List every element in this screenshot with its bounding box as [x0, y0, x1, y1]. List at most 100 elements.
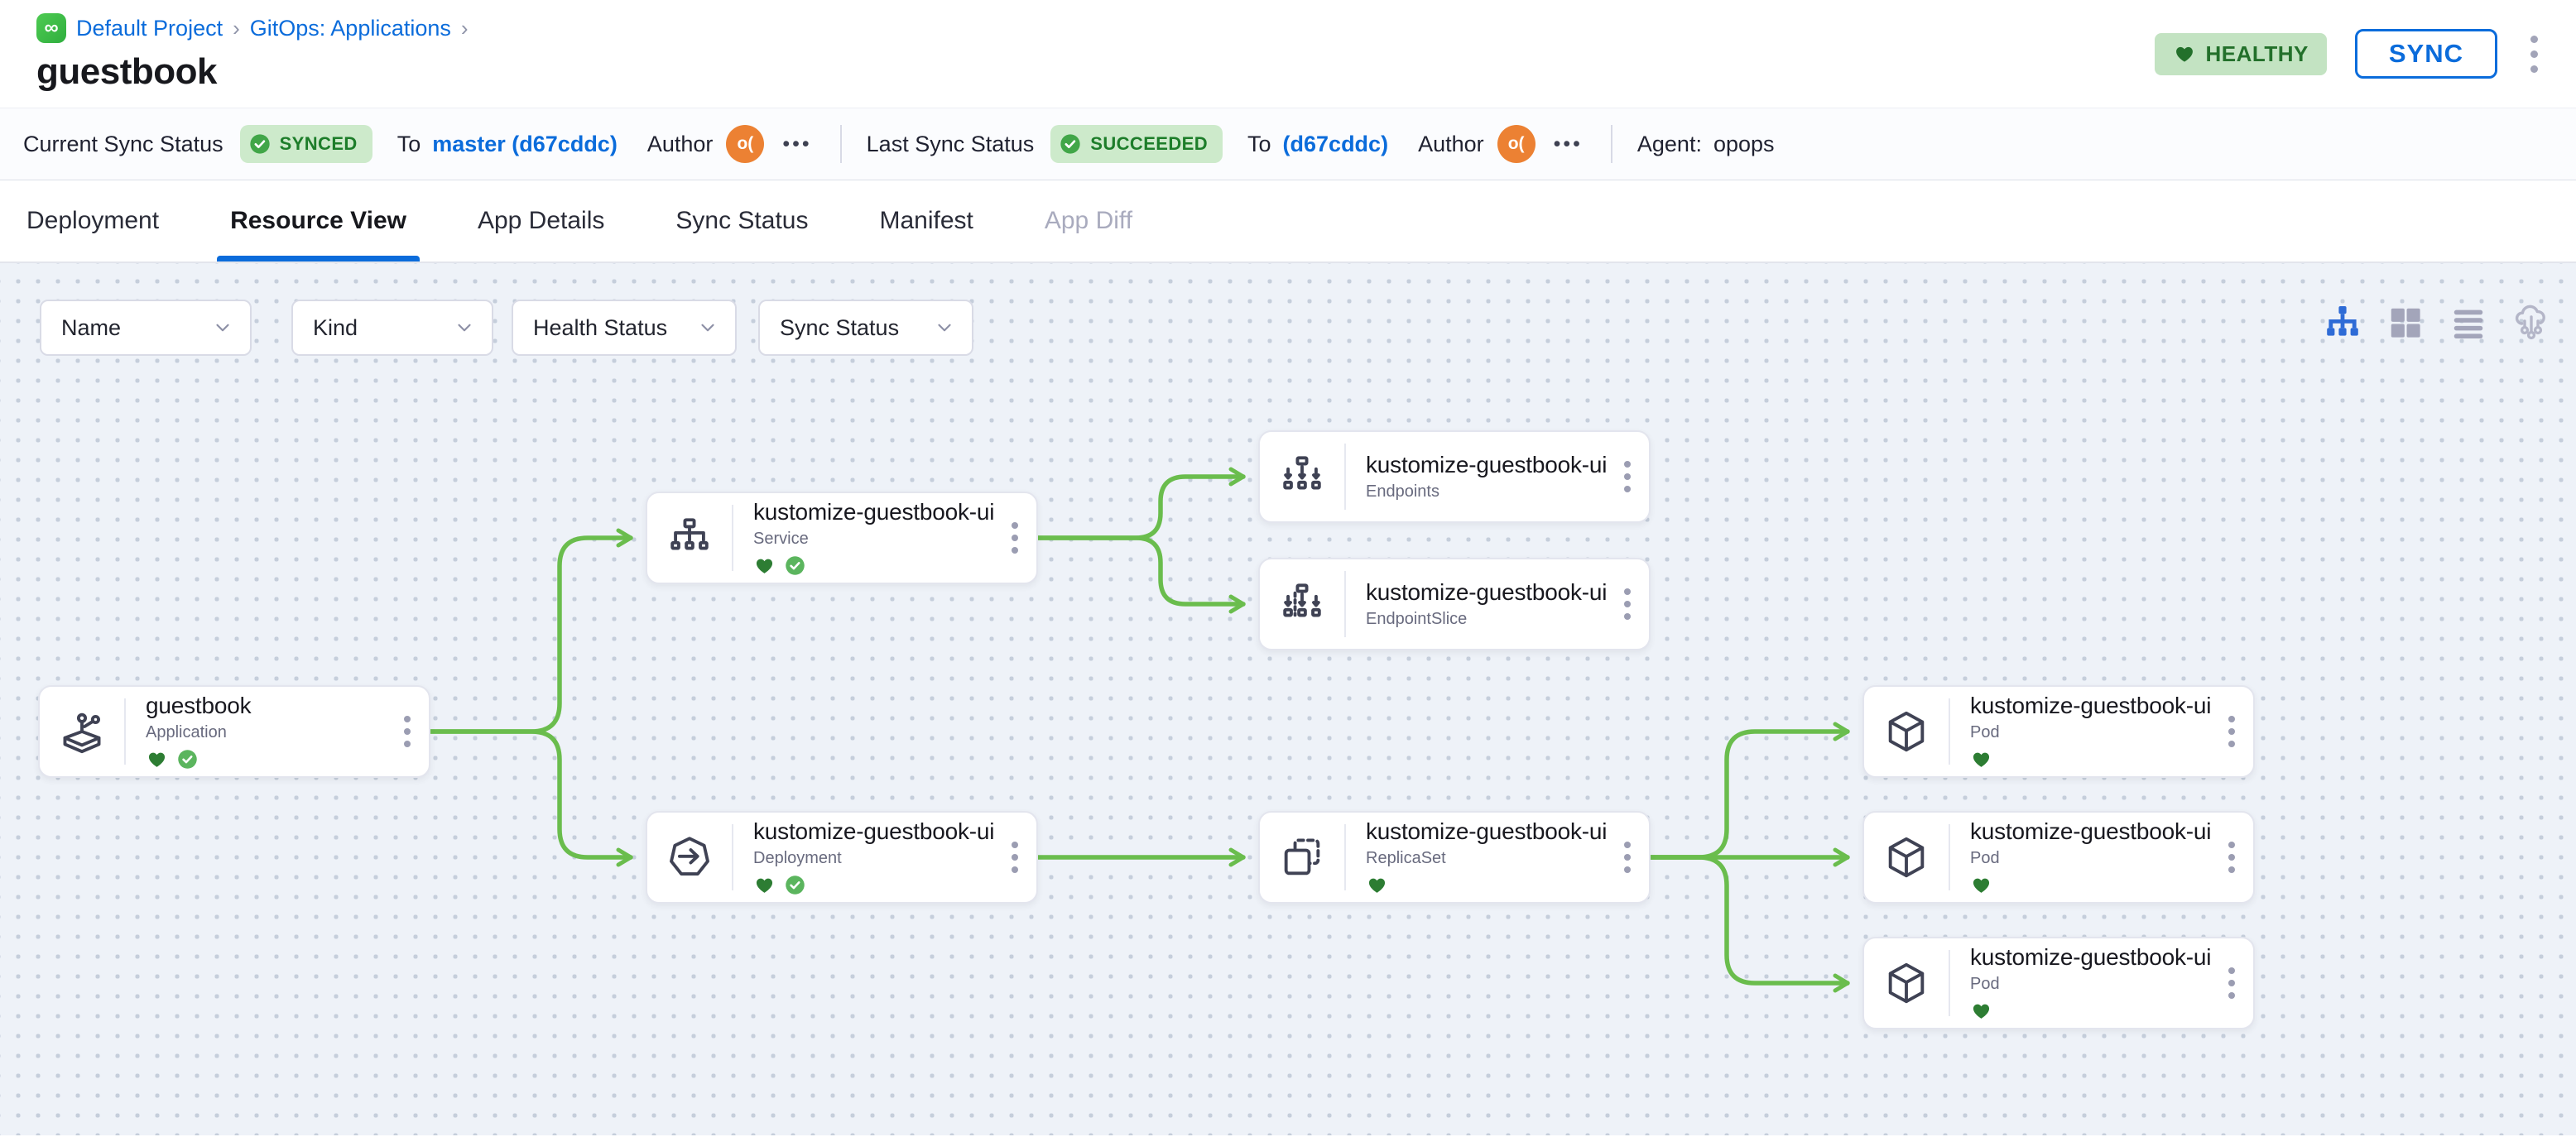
node-kind: Pod [1970, 848, 2000, 867]
application-icon [40, 687, 124, 776]
kebab-icon[interactable] [386, 687, 429, 776]
breadcrumb-separator: › [460, 15, 469, 41]
filter-health-status-dropdown[interactable]: Health Status [512, 300, 737, 356]
breadcrumb-applications-link[interactable]: GitOps: Applications [249, 15, 451, 41]
node-pod-2[interactable]: kustomize-guestbook-ui-... Pod [1862, 811, 2255, 904]
kebab-icon[interactable] [2210, 813, 2253, 902]
node-guestbook-application[interactable]: guestbook Application [38, 685, 430, 778]
node-title: kustomize-guestbook-ui-... [1970, 692, 2210, 718]
health-status-badge: HEALTHY [2154, 32, 2327, 75]
edge-replicaset-to-pod3 [1648, 855, 1850, 993]
node-title: kustomize-guestbook-ui-... [1970, 818, 2210, 844]
health-heart-icon [1368, 878, 1386, 893]
sync-button[interactable]: SYNC [2354, 29, 2497, 79]
divider [732, 505, 733, 571]
node-status [146, 748, 386, 771]
tab-deployment[interactable]: Deployment [26, 207, 160, 234]
resource-graph-canvas[interactable]: Name Kind Health Status Sync Status [0, 263, 2576, 1135]
author-label: Author [646, 131, 714, 156]
kebab-icon[interactable] [993, 493, 1036, 583]
author-avatar[interactable]: o( [1497, 125, 1536, 163]
node-deployment[interactable]: kustomize-guestbook-ui Deployment [646, 811, 1038, 904]
kebab-icon[interactable] [1606, 559, 1649, 649]
tab-app-details[interactable]: App Details [477, 207, 605, 234]
commit-more-button[interactable]: ••• [1553, 132, 1583, 156]
grid-view-icon[interactable] [2386, 303, 2425, 343]
chevron-down-icon [216, 324, 229, 332]
current-sync-status-label: Current Sync Status [23, 131, 223, 156]
replicaset-icon [1260, 813, 1344, 902]
node-endpoints[interactable]: kustomize-guestbook-ui Endpoints [1258, 430, 1651, 523]
divider [1610, 125, 1612, 163]
divider [839, 125, 842, 163]
gitops-logo-icon: ∞ [36, 13, 66, 43]
synced-badge-label: SYNCED [279, 133, 358, 154]
filter-label: Name [61, 314, 122, 340]
node-kind: Service [753, 529, 809, 548]
heart-icon [2175, 46, 2193, 62]
kebab-icon[interactable] [2210, 938, 2253, 1028]
view-toolbar [2323, 303, 2551, 343]
app-header: ∞ Default Project › GitOps: Applications… [0, 0, 2576, 108]
node-kind: ReplicaSet [1366, 848, 1446, 867]
health-heart-icon [1973, 878, 1990, 893]
health-badge-label: HEALTHY [2205, 41, 2309, 66]
divider [124, 698, 126, 765]
succeeded-badge: SUCCEEDED [1050, 125, 1223, 163]
synced-badge: SYNCED [239, 125, 372, 163]
tab-bar: Deployment Resource View App Details Syn… [0, 180, 2576, 263]
filter-label: Kind [313, 314, 358, 340]
kebab-icon[interactable] [993, 813, 1036, 902]
filter-kind-dropdown[interactable]: Kind [291, 300, 493, 356]
commit-more-button[interactable]: ••• [782, 132, 812, 156]
filter-bar: Name Kind Health Status Sync Status [40, 300, 973, 356]
breadcrumb-separator: › [233, 15, 240, 41]
agent-label: Agent: [1636, 131, 1702, 156]
node-title: kustomize-guestbook-ui [1366, 452, 1606, 477]
health-heart-icon [1973, 1004, 1990, 1019]
pod-icon [1864, 813, 1949, 902]
endpoints-icon [1260, 432, 1344, 521]
cloud-view-icon[interactable] [2511, 303, 2551, 343]
filter-name-dropdown[interactable]: Name [40, 300, 252, 356]
author-avatar[interactable]: o( [726, 125, 765, 163]
tab-manifest[interactable]: Manifest [879, 207, 973, 234]
filter-sync-status-dropdown[interactable]: Sync Status [758, 300, 973, 356]
breadcrumb-project-link[interactable]: Default Project [76, 15, 223, 41]
tab-sync-status[interactable]: Sync Status [675, 207, 809, 234]
service-icon [647, 493, 732, 583]
chevron-down-icon [701, 324, 714, 332]
node-status [753, 874, 993, 897]
tab-app-diff[interactable]: App Diff [1044, 207, 1133, 234]
kebab-icon[interactable] [1606, 813, 1649, 902]
node-kind: Endpoints [1366, 482, 1439, 501]
node-status [1366, 874, 1606, 897]
status-bar: Current Sync Status SYNCED To master (d6… [0, 108, 2576, 180]
node-pod-1[interactable]: kustomize-guestbook-ui-... Pod [1862, 685, 2255, 778]
check-circle-icon [1060, 134, 1080, 154]
node-endpointslice[interactable]: kustomize-guestbook-ui-... EndpointSlice [1258, 558, 1651, 650]
kebab-icon[interactable] [1606, 432, 1649, 521]
divider [1344, 444, 1346, 510]
tree-view-icon[interactable] [2323, 303, 2362, 343]
health-heart-icon [148, 752, 166, 767]
sync-check-icon [178, 750, 197, 769]
node-replicaset[interactable]: kustomize-guestbook-ui-... ReplicaSet [1258, 811, 1651, 904]
current-revision-link[interactable]: master (d67cddc) [432, 131, 618, 156]
sync-check-icon [786, 556, 805, 575]
last-revision-link[interactable]: (d67cddc) [1282, 131, 1389, 156]
node-title: kustomize-guestbook-ui [753, 818, 993, 844]
node-service[interactable]: kustomize-guestbook-ui Service [646, 492, 1038, 584]
edge-app-to-deployment [428, 729, 633, 867]
tab-resource-view[interactable]: Resource View [217, 180, 420, 261]
divider [1949, 950, 1950, 1016]
list-view-icon[interactable] [2449, 303, 2488, 343]
node-pod-3[interactable]: kustomize-guestbook-ui-... Pod [1862, 937, 2255, 1029]
pod-icon [1864, 938, 1949, 1028]
kebab-icon[interactable] [2210, 687, 2253, 776]
divider [1344, 824, 1346, 890]
health-heart-icon [756, 559, 773, 573]
edge-app-to-service [428, 528, 633, 734]
pod-icon [1864, 687, 1949, 776]
header-kebab-icon[interactable] [2526, 31, 2543, 78]
